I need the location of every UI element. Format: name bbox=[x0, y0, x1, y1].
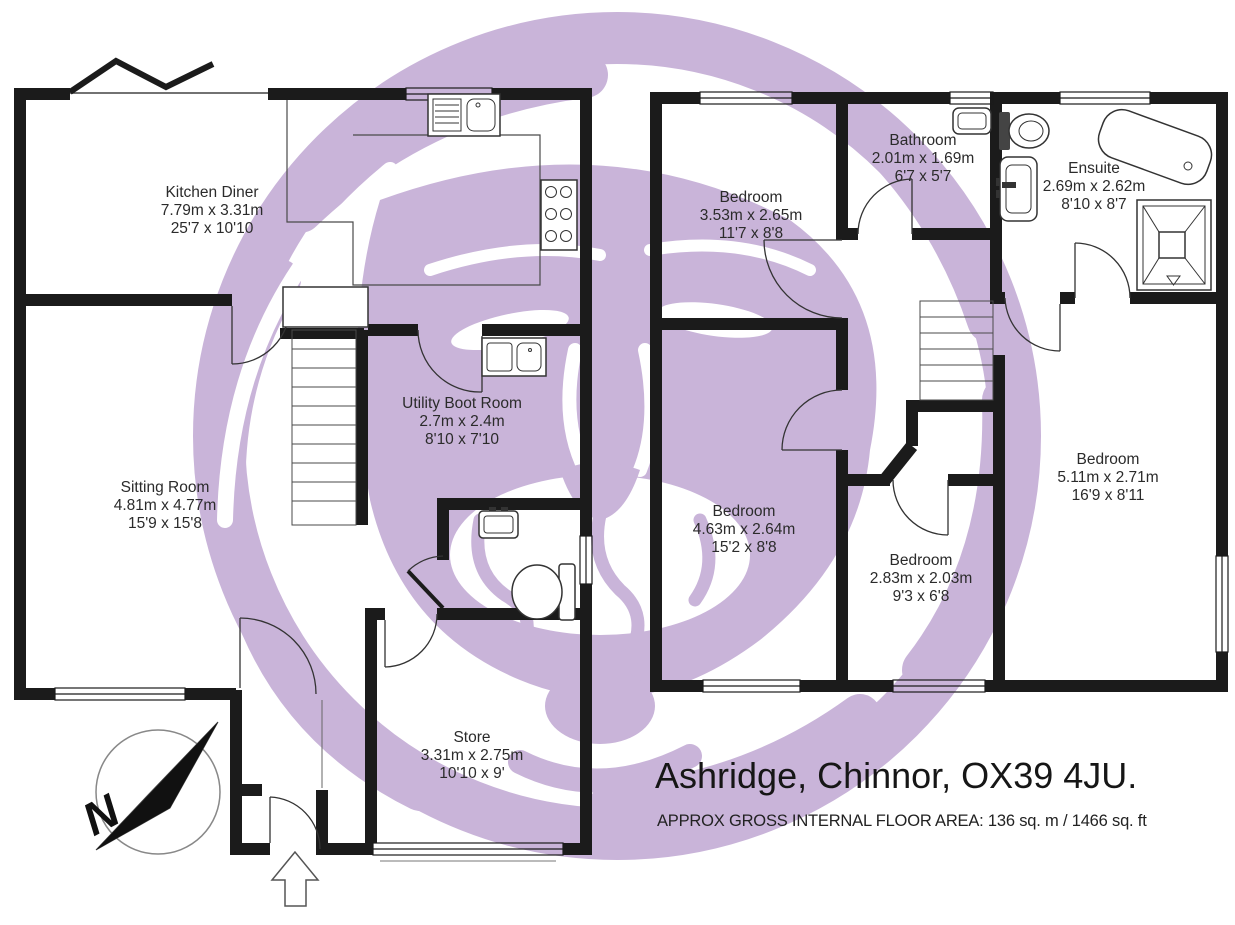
room-dim-imperial: 8'10 x 7'10 bbox=[425, 431, 499, 448]
room-dim-imperial: 25'7 x 10'10 bbox=[171, 220, 254, 237]
room-dim-imperial: 9'3 x 6'8 bbox=[893, 588, 950, 605]
room-dim-metric: 4.81m x 4.77m bbox=[114, 497, 217, 514]
room-name: Sitting Room bbox=[121, 479, 210, 496]
room-label-bedroom-small: Bedroom 2.83m x 2.03m 9'3 x 6'8 bbox=[870, 552, 973, 605]
room-label-utility-boot-room: Utility Boot Room 2.7m x 2.4m 8'10 x 7'1… bbox=[402, 395, 522, 448]
staircase bbox=[282, 286, 369, 526]
window bbox=[372, 842, 564, 862]
room-dim-metric: 2.7m x 2.4m bbox=[419, 413, 504, 430]
room-name: Bedroom bbox=[890, 552, 953, 569]
staircase bbox=[919, 300, 994, 401]
window bbox=[54, 687, 186, 701]
door bbox=[239, 617, 317, 695]
window bbox=[949, 91, 994, 105]
bathtub-icon bbox=[1097, 108, 1213, 186]
ground-floor-windows bbox=[54, 87, 593, 862]
room-dim-imperial: 6'7 x 5'7 bbox=[895, 168, 952, 185]
room-label-store: Store 3.31m x 2.75m 10'10 x 9' bbox=[421, 729, 524, 782]
room-dim-metric: 2.01m x 1.69m bbox=[872, 150, 975, 167]
door bbox=[1004, 297, 1061, 352]
room-dim-metric: 3.53m x 2.65m bbox=[700, 207, 803, 224]
room-dim-metric: 7.79m x 3.31m bbox=[161, 202, 264, 219]
room-name: Bedroom bbox=[1077, 451, 1140, 468]
kitchen-sink-icon bbox=[427, 93, 501, 137]
room-dim-metric: 5.11m x 2.71m bbox=[1057, 469, 1158, 486]
wc-sink-icon bbox=[478, 507, 519, 539]
room-dim-imperial: 11'7 x 8'8 bbox=[719, 225, 783, 242]
hob-icon bbox=[540, 179, 578, 251]
toilet-icon bbox=[511, 563, 576, 621]
room-name: Ensuite bbox=[1068, 160, 1120, 177]
ground-floor-walls bbox=[14, 88, 592, 855]
ground-floor-doors bbox=[231, 305, 483, 850]
room-name: Utility Boot Room bbox=[402, 395, 522, 412]
first-floor-windows bbox=[699, 91, 1229, 693]
floor-area-note: APPROX GROSS INTERNAL FLOOR AREA: 136 sq… bbox=[657, 812, 1147, 830]
toilet-icon bbox=[999, 112, 1050, 150]
room-dim-imperial: 10'10 x 9' bbox=[439, 765, 504, 782]
footer: Ashridge, Chinnor, OX39 4JU. APPROX GROS… bbox=[655, 755, 1147, 830]
room-name: Kitchen Diner bbox=[165, 184, 258, 201]
room-label-bedroom-right: Bedroom 5.11m x 2.71m 16'9 x 8'11 bbox=[1057, 451, 1158, 504]
open-boundary-zigzag bbox=[68, 57, 268, 95]
ground-floor-plan bbox=[14, 57, 593, 907]
room-label-kitchen-diner: Kitchen Diner 7.79m x 3.31m 25'7 x 10'10 bbox=[161, 184, 264, 237]
utility-sink-icon bbox=[481, 337, 547, 377]
shower-icon bbox=[1136, 199, 1212, 291]
compass-icon: N bbox=[74, 721, 221, 855]
room-dim-metric: 2.83m x 2.03m bbox=[870, 570, 973, 587]
room-labels: Kitchen Diner 7.79m x 3.31m 25'7 x 10'10… bbox=[114, 132, 1159, 782]
vanity-sink-icon bbox=[996, 156, 1038, 222]
door bbox=[269, 796, 321, 850]
first-floor-plan bbox=[650, 91, 1229, 693]
door bbox=[781, 389, 843, 451]
room-label-sitting-room: Sitting Room 4.81m x 4.77m 15'9 x 15'8 bbox=[114, 479, 217, 532]
window bbox=[579, 535, 593, 585]
door bbox=[763, 239, 843, 319]
room-label-bathroom: Bathroom 2.01m x 1.69m 6'7 x 5'7 bbox=[872, 132, 975, 185]
kitchen-counter bbox=[286, 100, 541, 286]
room-dim-metric: 4.63m x 2.64m bbox=[693, 521, 796, 538]
window bbox=[1215, 555, 1229, 653]
room-dim-imperial: 15'9 x 15'8 bbox=[128, 515, 202, 532]
window bbox=[1059, 91, 1151, 105]
window bbox=[699, 91, 793, 105]
room-label-ensuite: Ensuite 2.69m x 2.62m 8'10 x 8'7 bbox=[1043, 160, 1146, 213]
room-name: Bathroom bbox=[889, 132, 956, 149]
room-name: Store bbox=[453, 729, 490, 746]
window bbox=[702, 679, 801, 693]
room-label-bedroom-lower-left: Bedroom 4.63m x 2.64m 15'2 x 8'8 bbox=[693, 503, 796, 556]
window bbox=[892, 679, 986, 693]
address-title: Ashridge, Chinnor, OX39 4JU. bbox=[655, 755, 1137, 796]
door bbox=[892, 479, 949, 536]
room-name: Bedroom bbox=[720, 189, 783, 206]
room-dim-imperial: 16'9 x 8'11 bbox=[1072, 487, 1145, 504]
room-dim-metric: 2.69m x 2.62m bbox=[1043, 178, 1146, 195]
door bbox=[384, 613, 438, 668]
room-dim-imperial: 8'10 x 8'7 bbox=[1061, 196, 1126, 213]
door bbox=[1074, 242, 1131, 299]
room-dim-metric: 3.31m x 2.75m bbox=[421, 747, 524, 764]
bathroom-sink-icon bbox=[952, 107, 992, 135]
first-floor-doors bbox=[763, 178, 1131, 536]
room-dim-imperial: 15'2 x 8'8 bbox=[711, 539, 776, 556]
lion-chin bbox=[545, 668, 655, 744]
door bbox=[857, 178, 913, 235]
door bbox=[406, 555, 445, 610]
entrance-arrow-icon bbox=[270, 850, 320, 907]
room-label-bedroom-1: Bedroom 3.53m x 2.65m 11'7 x 8'8 bbox=[700, 189, 803, 242]
room-name: Bedroom bbox=[713, 503, 776, 520]
